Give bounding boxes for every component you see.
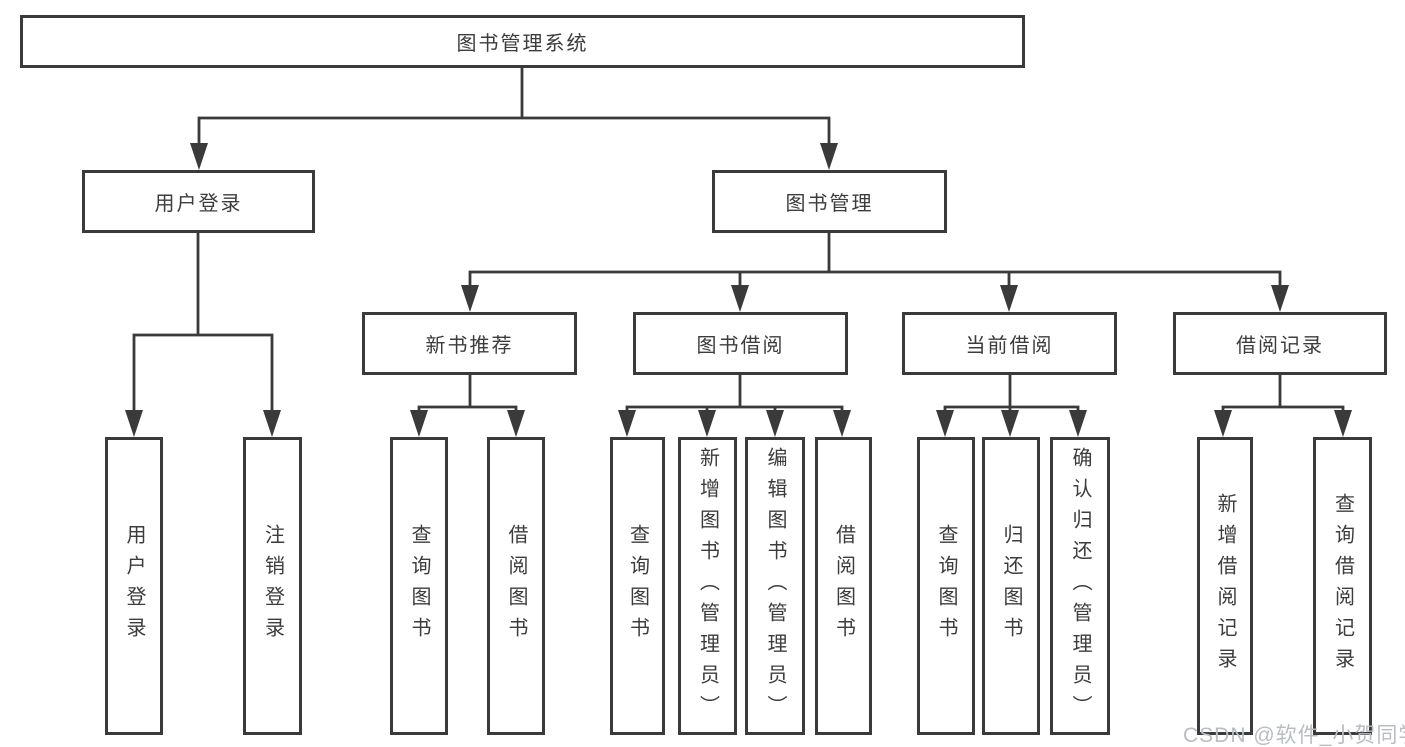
- node-cb-return-book: 归还图书: [982, 437, 1040, 735]
- connector-user-login-children: [125, 231, 281, 437]
- node-book-management-label: 图书管理: [785, 193, 874, 215]
- connector-borrowing-records-children: [1214, 373, 1352, 437]
- node-root-label: 图书管理系统: [456, 33, 589, 55]
- node-br-query-record: 查询借阅记录: [1313, 437, 1372, 735]
- node-book-borrowing-label: 图书借阅: [696, 335, 785, 357]
- node-cb-return-book-label: 归还图书: [1000, 524, 1022, 648]
- node-bb-edit-book-admin: 编辑图书（管理员）: [745, 437, 805, 735]
- node-bb-query-books-label: 查询图书: [626, 524, 649, 648]
- node-user-login-action: 用户登录: [105, 437, 163, 735]
- node-new-book-recommendation: 新书推荐: [362, 312, 577, 375]
- node-root: 图书管理系统: [20, 15, 1025, 68]
- node-cb-query-books-label: 查询图书: [935, 524, 957, 648]
- node-bb-edit-book-admin-label: 编辑图书（管理员）: [764, 446, 786, 726]
- node-borrowing-records: 借阅记录: [1173, 312, 1387, 375]
- connector-current-borrowing-children: [936, 373, 1087, 437]
- node-current-borrowing: 当前借阅: [902, 312, 1117, 375]
- node-nbr-query-books: 查询图书: [390, 437, 448, 735]
- node-book-borrowing: 图书借阅: [633, 312, 848, 375]
- node-nbr-borrow-books-label: 借阅图书: [505, 524, 527, 648]
- node-user-login-action-label: 用户登录: [123, 524, 145, 648]
- connector-book-borrowing-children: [618, 373, 851, 437]
- node-logout: 注销登录: [243, 437, 302, 735]
- node-logout-label: 注销登录: [261, 524, 284, 648]
- node-bb-add-book-admin: 新增图书（管理员）: [678, 437, 737, 735]
- node-cb-confirm-return-admin-label: 确认归还（管理员）: [1069, 446, 1091, 726]
- node-br-query-record-label: 查询借阅记录: [1331, 493, 1354, 679]
- node-bb-add-book-admin-label: 新增图书（管理员）: [696, 446, 719, 726]
- connector-new-book-children: [410, 373, 525, 437]
- node-br-add-record: 新增借阅记录: [1197, 437, 1253, 735]
- node-bb-query-books: 查询图书: [610, 437, 665, 735]
- node-bb-borrow-books: 借阅图书: [815, 437, 872, 735]
- node-user-login-label: 用户登录: [154, 193, 243, 215]
- node-new-book-recommendation-label: 新书推荐: [425, 335, 514, 357]
- node-cb-confirm-return-admin: 确认归还（管理员）: [1050, 437, 1110, 735]
- node-user-login: 用户登录: [82, 170, 315, 233]
- node-cb-query-books: 查询图书: [917, 437, 975, 735]
- node-current-borrowing-label: 当前借阅: [965, 335, 1054, 357]
- node-book-management: 图书管理: [712, 170, 947, 233]
- connector-root-to-level2: [190, 66, 838, 170]
- node-nbr-query-books-label: 查询图书: [408, 524, 430, 648]
- node-bb-borrow-books-label: 借阅图书: [832, 524, 855, 648]
- node-borrowing-records-label: 借阅记录: [1236, 335, 1324, 357]
- csdn-watermark: CSDN @软件_小贺同学: [1183, 724, 1405, 747]
- node-br-add-record-label: 新增借阅记录: [1214, 493, 1236, 679]
- connector-book-mgmt-to-groups: [461, 231, 1289, 312]
- node-nbr-borrow-books: 借阅图书: [487, 437, 545, 735]
